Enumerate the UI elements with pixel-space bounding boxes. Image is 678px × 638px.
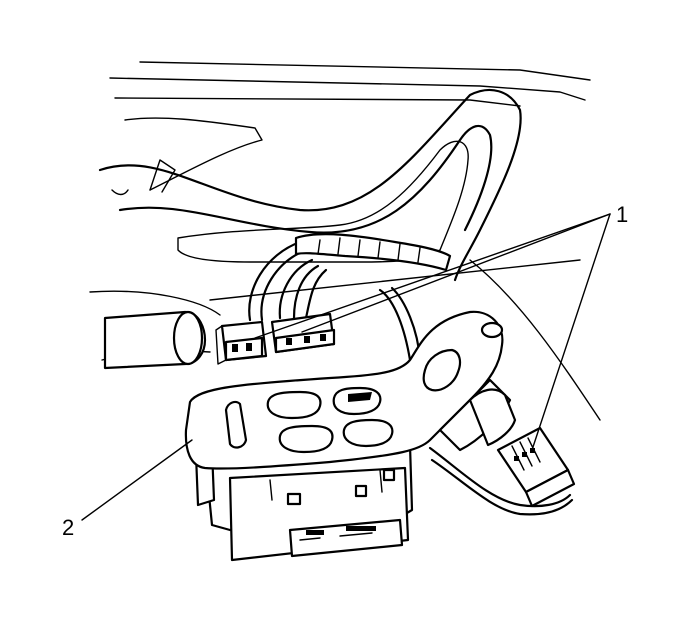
connector-left	[215, 320, 268, 365]
window-switch-assembly	[184, 310, 517, 562]
callout-1-label: 1	[616, 202, 628, 227]
leader-lines	[81, 213, 611, 521]
leader-2	[81, 439, 193, 521]
connector-right	[496, 426, 576, 508]
electrical-connectors	[215, 312, 576, 508]
door-pull-handle	[103, 310, 207, 370]
callout-2-label: 2	[62, 515, 74, 540]
leader-1-c	[531, 213, 611, 451]
connector-middle	[270, 312, 336, 354]
leader-1-b	[301, 213, 611, 333]
leader-1-a	[254, 213, 611, 339]
wire-harness	[248, 233, 574, 516]
